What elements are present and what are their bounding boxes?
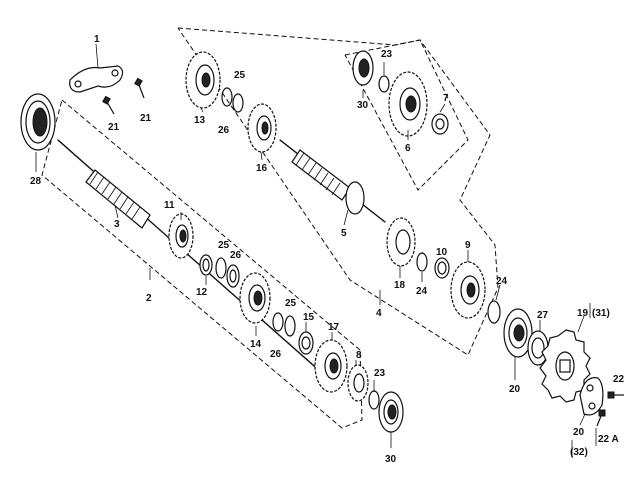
- gear-part-13: [185, 51, 221, 109]
- label-part-17: 17: [328, 322, 340, 333]
- gear-part-16: [247, 103, 277, 153]
- countershaft-part-3: [57, 139, 331, 381]
- label-part-12: 12: [196, 287, 208, 298]
- bearing-part-28: [20, 93, 56, 151]
- label-part-4: 4: [376, 308, 382, 319]
- label-part-14: 14: [250, 339, 262, 350]
- bearing-part-30-b: [378, 391, 404, 433]
- label-part-30-bottom: 30: [385, 454, 397, 465]
- label-part-19: 19: [577, 308, 589, 319]
- bolt-part-22a: [596, 409, 606, 427]
- seal-part-27: [527, 330, 549, 366]
- gear-part-8: [347, 364, 369, 402]
- label-part-13: 13: [194, 115, 206, 126]
- bracket-part-1: [69, 43, 124, 93]
- bushing-part-7: [431, 113, 449, 135]
- gear-part-9: [450, 261, 486, 319]
- gear-part-11: [168, 213, 194, 259]
- label-part-24-b: 24: [496, 276, 508, 287]
- washer-part-12: [199, 254, 213, 276]
- label-part-24-a: 24: [416, 286, 428, 297]
- label-part-8: 8: [356, 350, 362, 361]
- label-part-26-c: 26: [218, 125, 230, 136]
- label-part-22a: 22 A: [598, 434, 619, 445]
- bushing-part-15: [298, 331, 314, 355]
- washer-part-26-a: [226, 264, 240, 288]
- label-part-3: 3: [114, 219, 120, 230]
- gear-part-18: [386, 217, 416, 267]
- group-outline-countershaft: [41, 99, 363, 429]
- gear-part-17: [314, 339, 348, 393]
- part-labels: 1 2 3 4 5 6 7 8 9 10 11 12 13 14 15 16 1…: [30, 34, 625, 465]
- group-outline-upper-right: [344, 39, 469, 191]
- mainshaft-part-5: [279, 139, 386, 223]
- label-part-26-b: 26: [270, 349, 282, 360]
- bearing-part-30-a: [352, 50, 374, 86]
- washer-part-23-a: [378, 75, 390, 93]
- gear-part-6: [388, 71, 428, 137]
- label-part-26-a: 26: [230, 250, 242, 261]
- bolt-part-21-left: [102, 95, 115, 115]
- retainer-plate-part-20: [579, 377, 604, 416]
- label-part-7: 7: [443, 93, 449, 104]
- label-part-28: 28: [30, 176, 42, 187]
- circlip-part-25-c: [221, 87, 233, 107]
- label-part-11: 11: [164, 200, 175, 211]
- label-part-27: 27: [537, 310, 549, 321]
- label-part-19-alt: (31): [592, 308, 610, 319]
- washer-part-24-b: [487, 300, 501, 324]
- circlip-part-25-a: [215, 257, 227, 279]
- label-part-25-c: 25: [234, 70, 246, 81]
- label-part-21-right: 21: [140, 113, 152, 124]
- label-part-30-top: 30: [357, 100, 369, 111]
- label-part-20-a: 20: [509, 384, 521, 395]
- group-outline-mainshaft: [177, 27, 499, 356]
- washer-part-26-c: [232, 93, 244, 113]
- sprocket-part-19: [539, 329, 591, 403]
- bushing-part-10: [434, 257, 450, 279]
- bolt-part-22: [607, 391, 624, 399]
- leader-lines: [35, 62, 597, 458]
- bolt-part-21-right: [134, 77, 145, 99]
- label-part-20-b: 20: [573, 427, 585, 438]
- circlip-part-25-b: [284, 315, 296, 337]
- label-part-10: 10: [436, 247, 448, 258]
- label-part-5: 5: [341, 228, 347, 239]
- gear-part-14: [239, 272, 271, 324]
- washer-part-23-b: [368, 390, 380, 410]
- label-part-2: 2: [146, 293, 152, 304]
- label-part-25-b: 25: [285, 298, 297, 309]
- label-part-22: 22: [613, 374, 625, 385]
- label-part-16: 16: [256, 163, 268, 174]
- label-part-23-bottom: 23: [374, 368, 386, 379]
- label-part-1: 1: [94, 34, 100, 45]
- label-part-25-a: 25: [218, 240, 230, 251]
- bearing-part-20-a: [503, 308, 533, 358]
- label-part-6: 6: [405, 143, 411, 154]
- washer-part-24-a: [416, 252, 428, 272]
- washer-part-26-b: [272, 312, 284, 332]
- label-part-21-left: 21: [108, 122, 120, 133]
- label-part-23-top: 23: [381, 49, 393, 60]
- label-part-9: 9: [465, 240, 471, 251]
- label-part-15: 15: [303, 312, 315, 323]
- label-part-18: 18: [394, 280, 406, 291]
- label-part-20-alt: (32): [570, 447, 588, 458]
